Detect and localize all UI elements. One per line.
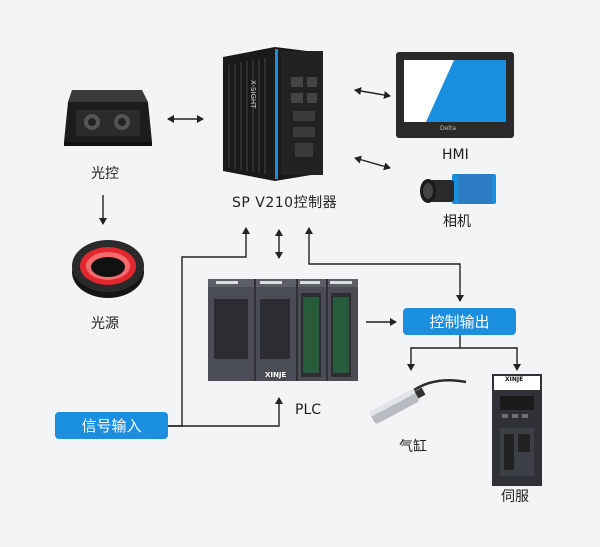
servo-brand-text: XINJE [505, 376, 524, 383]
control-output-pill: 控制输出 [403, 308, 516, 335]
servo-device [492, 374, 542, 486]
controller-brand-text: X-SIGHT [249, 80, 257, 109]
hmi-label: HMI [442, 147, 469, 163]
line-signal-to-plc [168, 397, 283, 427]
camera-label: 相机 [443, 214, 471, 230]
light-controller-device [64, 90, 152, 146]
hmi-device [396, 52, 514, 138]
light-control-label: 光控 [91, 166, 119, 182]
controller-label: SP V210控制器 [232, 195, 338, 211]
plc-brand-text: XINJE [265, 371, 287, 379]
hmi-brand-text: Delta [440, 125, 457, 132]
cylinder-label: 气缸 [399, 439, 427, 455]
plc-label: PLC [295, 402, 322, 418]
plc-device [208, 279, 358, 381]
line-output-branch-servo [460, 347, 521, 371]
arrow-controller-hmi [354, 87, 391, 99]
servo-label: 伺服 [501, 489, 529, 505]
camera-device [420, 174, 496, 204]
cylinder-device [369, 379, 467, 424]
line-output-branch [407, 334, 461, 371]
light-source-label: 光源 [91, 316, 119, 332]
line-controller-to-output [305, 227, 464, 302]
arrow-controller-camera [354, 155, 391, 171]
controller-device [223, 47, 323, 181]
signal-input-pill: 信号输入 [55, 412, 168, 439]
ring-light-device [72, 240, 144, 298]
